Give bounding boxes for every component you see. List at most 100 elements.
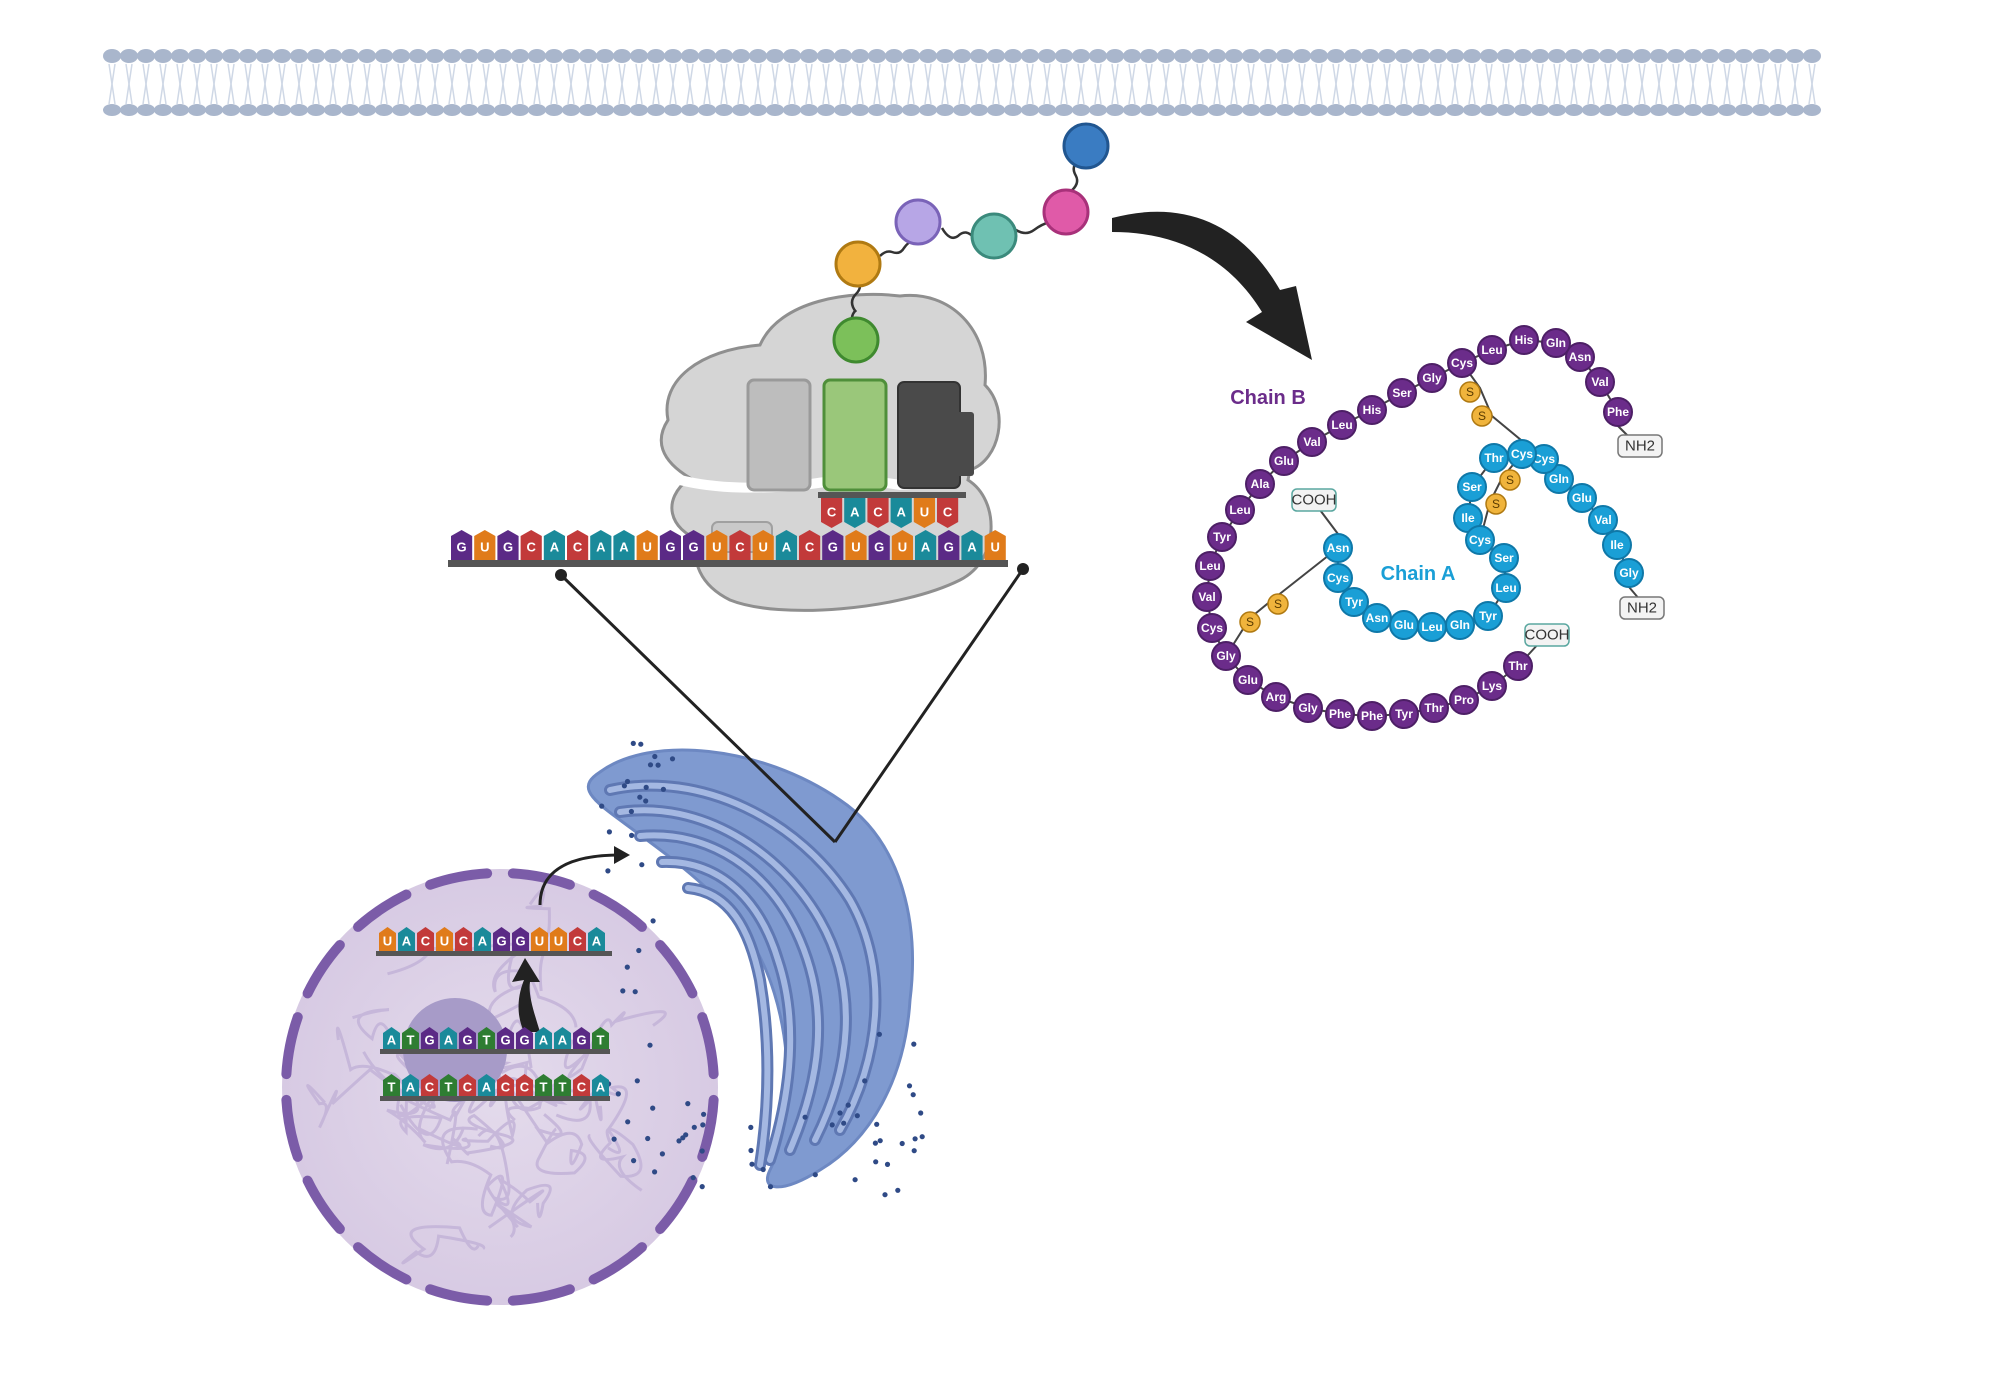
nucleotide-label: A [444,1033,454,1048]
lipid-head [1582,104,1600,116]
nucleotide-A [402,1074,419,1096]
lipid-head [1004,104,1022,116]
lipid-head [562,104,580,116]
residue [1387,378,1417,408]
residue-label: Phe [1607,405,1629,419]
ribosome-dot [767,1184,774,1190]
lipid-head [103,49,121,63]
nucleotide-label: C [520,1080,530,1095]
zoom-dot-left [555,569,567,581]
nucleotide-U [752,530,774,560]
lipid-head [239,49,257,63]
ribosome-dot [829,1122,835,1128]
residue-label: Val [1198,590,1215,604]
sulfur-atom [1471,405,1493,427]
lipid-head [511,49,529,63]
nucleotide-label: G [828,540,838,555]
residue-label: Glu [1238,673,1258,687]
residue [1225,495,1255,525]
lipid-head [800,49,818,63]
residue [1473,601,1503,631]
lipid-head [1327,49,1345,63]
lipid-head [1089,104,1107,116]
lipid-head [120,49,138,63]
residue-label: Cys [1469,533,1491,547]
residue-label: Ser [1494,551,1514,565]
nucleotide-label: C [573,934,583,949]
residue-label: Tyr [1479,609,1497,623]
nucleotide-A [592,1074,609,1096]
sulfur-atom [1499,469,1521,491]
lipid-head [766,49,784,63]
sulfur-atom [1267,593,1289,615]
residue [1327,410,1357,440]
envelope-segment [302,1175,345,1234]
nucleotide-G [659,530,681,560]
lipid-head [1174,49,1192,63]
lipid-head [1582,49,1600,63]
ribosome-dot [874,1121,880,1127]
ribosome-dot [699,1184,705,1190]
ribosome-dot [699,1148,705,1154]
sulfur-label: S [1506,473,1514,487]
nucleotide-label: G [515,934,525,949]
residue [1211,641,1241,671]
amino-acid-orange [834,240,882,288]
ribosome-dot [884,1161,891,1167]
lipid-head [1735,104,1753,116]
nucleotide-A [775,530,797,560]
ribosome-dot [630,740,636,747]
lipid-head [970,49,988,63]
sulfur-label: S [1246,615,1254,629]
nucleotide-C [729,530,751,560]
nucleotide-A [383,1027,400,1049]
lipid-head [358,49,376,63]
lipid-head [1225,49,1243,63]
sulfur-label: S [1466,385,1474,399]
nucleotide-label: C [943,505,953,520]
lipid-head [409,49,427,63]
lipid-head [1803,104,1821,116]
residue [1339,587,1369,617]
lipid-head [834,104,852,116]
ribosome-dot [605,868,611,874]
transcription-arrow [512,958,540,1032]
lipid-head [1055,49,1073,63]
ribosome-dot [918,1110,924,1116]
lipid-head [1429,104,1447,116]
ribosome-dot [749,1161,755,1167]
lipid-head [137,49,155,63]
residue [1261,682,1291,712]
ribosome-dot [700,1122,706,1128]
endoplasmic-reticulum-icon [587,740,925,1198]
residue-label: Gln [1546,336,1566,350]
lipid-head [409,104,427,116]
ribosome-dot [899,1140,905,1147]
nucleotide-label: G [874,540,884,555]
ribosome-dot [599,803,605,809]
nucleotide-A [474,927,491,951]
nucleotide-label: U [480,540,489,555]
nucleotide-C [455,927,472,951]
sulfur-atom [1239,611,1261,633]
residue [1195,551,1225,581]
nuclear-mrna-backbone [376,951,612,956]
envelope-segment [588,1242,647,1285]
lipid-head [868,49,886,63]
nucleotide-label: A [596,540,606,555]
zoom-line-right [833,568,1025,843]
residue [1197,613,1227,643]
residue [1585,367,1615,397]
amino-acid-pink [1042,188,1090,236]
lipid-head [222,104,240,116]
lipid-head [698,104,716,116]
terminus-box [1291,488,1337,512]
residue-label: Thr [1424,701,1444,715]
lipid-head [732,104,750,116]
lipid-head [1480,49,1498,63]
ribosome-dot [841,1120,847,1126]
ribosome-dot [647,762,654,768]
terminus-label: COOH [1292,492,1337,509]
